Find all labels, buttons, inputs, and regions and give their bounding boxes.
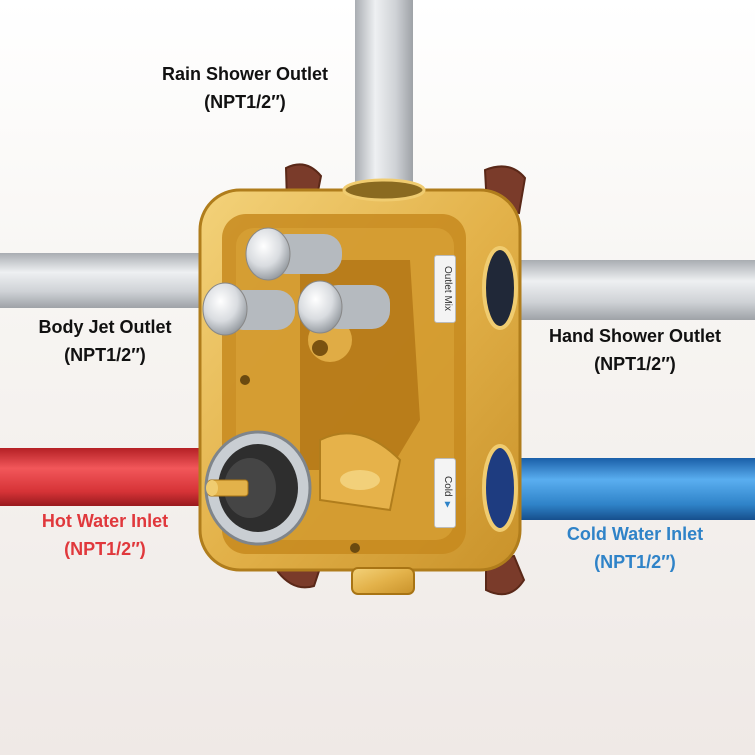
hand-shower-outlet-label: Hand Shower Outlet (NPT1/2″) (520, 322, 750, 378)
hot-water-inlet-label: Hot Water Inlet (NPT1/2″) (10, 507, 200, 563)
hand-shower-outlet-name: Hand Shower Outlet (548, 326, 721, 346)
body-jet-outlet-label: Body Jet Outlet (NPT1/2″) (10, 313, 200, 369)
body-jet-pipe (0, 253, 220, 308)
rain-shower-pipe (355, 0, 413, 195)
rain-outlet-ring (342, 178, 426, 202)
diverter-buttons (202, 227, 390, 336)
hand-shower-outlet-spec: (NPT1/2″) (594, 354, 676, 374)
rain-shower-outlet-spec: (NPT1/2″) (204, 92, 286, 112)
hot-water-pipe (0, 448, 215, 506)
rain-shower-outlet-name: Rain Shower Outlet (161, 64, 329, 84)
hot-water-inlet-name: Hot Water Inlet (41, 511, 169, 531)
cold-inlet-ring (482, 444, 518, 532)
cold-water-inlet-name: Cold Water Inlet (566, 524, 704, 544)
body-jet-outlet-name: Body Jet Outlet (38, 317, 172, 337)
body-jet-outlet-spec: (NPT1/2″) (64, 345, 146, 365)
bottom-nut (351, 567, 415, 595)
hot-water-inlet-spec: (NPT1/2″) (64, 539, 146, 559)
cold-water-inlet-label: Cold Water Inlet (NPT1/2″) (535, 520, 735, 576)
hand-outlet-ring (482, 246, 518, 330)
cold-water-inlet-spec: (NPT1/2″) (594, 552, 676, 572)
cold-tag: Cold ▼ (434, 458, 456, 528)
mixing-cartridge (204, 430, 312, 546)
outlet-mix-tag: Outlet Mix (434, 255, 456, 323)
cold-water-pipe (505, 458, 755, 520)
hand-shower-pipe (500, 260, 755, 320)
rain-shower-outlet-label: Rain Shower Outlet (NPT1/2″) (130, 60, 360, 116)
